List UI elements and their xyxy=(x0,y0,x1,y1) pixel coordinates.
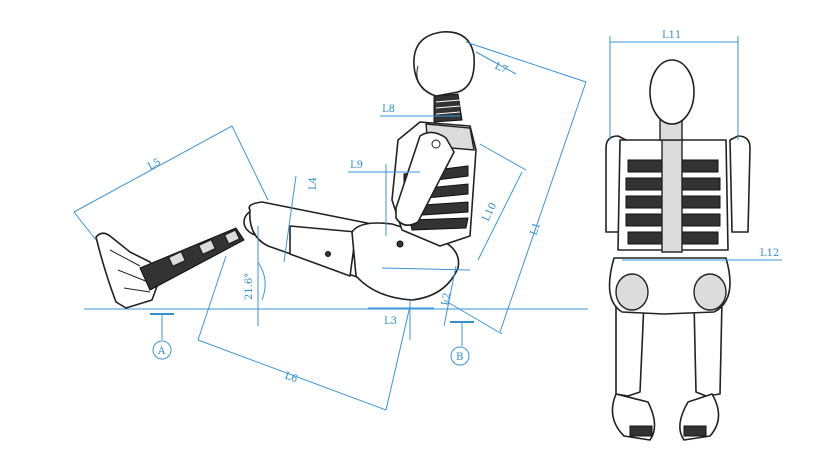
front-head xyxy=(649,59,695,125)
side-view-dummy xyxy=(84,31,588,310)
dim-label-l4: L4 xyxy=(308,177,319,190)
reference-marker-a xyxy=(152,340,172,360)
reference-marker-b xyxy=(450,346,470,366)
dim-label-l9: L9 xyxy=(350,160,363,171)
dim-label-l8: L8 xyxy=(382,104,395,115)
dim-label-l3: L3 xyxy=(384,316,397,327)
side-neck xyxy=(433,93,463,123)
front-right-arm xyxy=(729,135,751,233)
ref-label-b: B xyxy=(456,352,463,363)
dim-label-l6: L6 xyxy=(283,370,299,385)
dim-label-l10: L10 xyxy=(481,201,499,223)
side-foot xyxy=(95,232,161,309)
side-view-dimensions: L5 L6 21.6° L4 L9 L8 L7 L10 L1 xyxy=(73,41,587,411)
side-upper-arm xyxy=(395,131,455,226)
front-view-dimensions: L11 L12 xyxy=(609,30,782,261)
ref-label-a: A xyxy=(157,346,166,357)
dim-label-l7: L7 xyxy=(493,61,509,76)
dim-label-l1: L1 xyxy=(528,221,543,237)
front-view-dummy xyxy=(605,59,751,441)
side-shin xyxy=(139,227,245,291)
front-right-leg xyxy=(693,299,723,397)
front-left-leg xyxy=(615,299,645,397)
dim-label-l11: L11 xyxy=(662,30,681,41)
dim-label-angle: 21.6° xyxy=(244,273,255,300)
dim-label-l12: L12 xyxy=(760,248,779,259)
side-head xyxy=(413,31,475,97)
dim-label-l2: L2 xyxy=(440,292,453,307)
dim-label-l5: L5 xyxy=(146,157,163,173)
